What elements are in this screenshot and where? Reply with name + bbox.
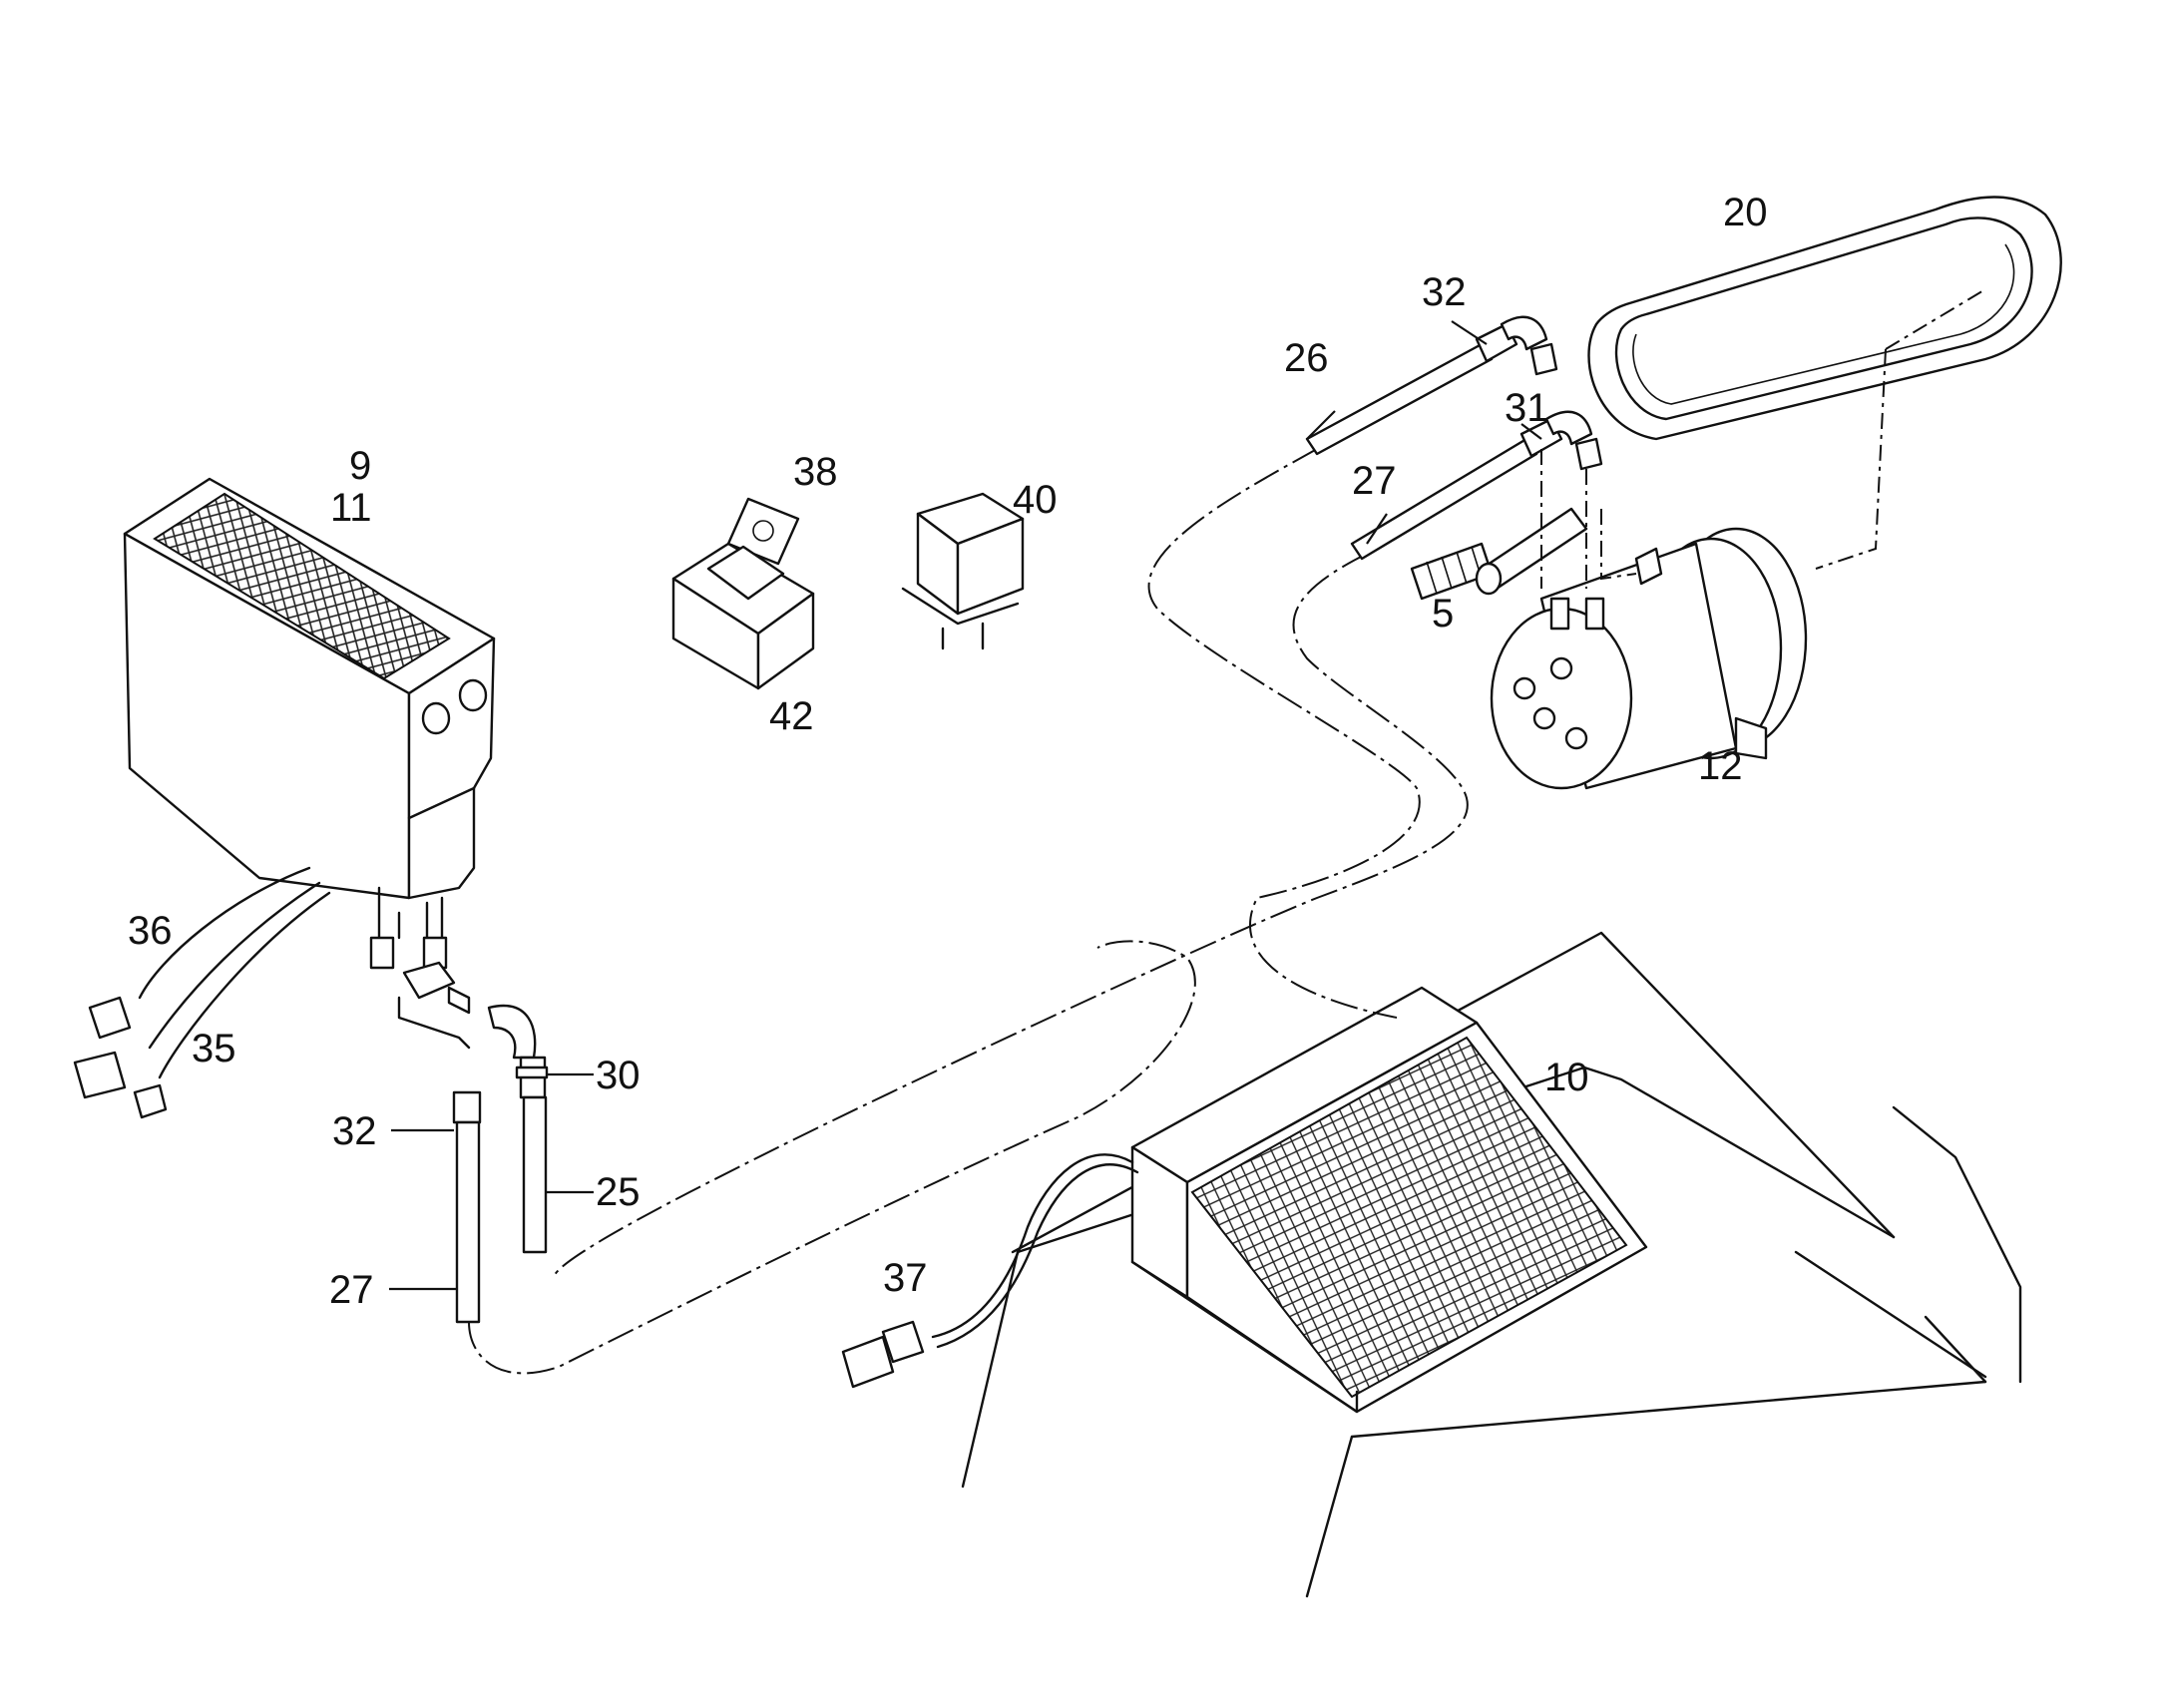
label-9: 9 <box>349 444 371 488</box>
label-37: 37 <box>883 1256 928 1300</box>
label-35: 35 <box>192 1027 236 1070</box>
part-labels: 9 11 38 40 42 26 32 31 27 5 20 12 36 35 … <box>128 191 1768 1312</box>
evaporator-unit <box>123 477 496 960</box>
condenser-harness <box>841 1153 1139 1389</box>
label-11: 11 <box>330 486 372 530</box>
label-38: 38 <box>793 450 838 494</box>
label-27-left: 27 <box>329 1268 374 1312</box>
discharge-hose <box>1305 315 1558 456</box>
refrigerant-routes <box>468 448 1469 1375</box>
label-10: 10 <box>1544 1056 1589 1099</box>
label-32-top: 32 <box>1422 270 1467 314</box>
drive-belt <box>1587 196 2062 441</box>
label-5: 5 <box>1432 592 1454 636</box>
rocker-switch <box>671 497 815 690</box>
label-40: 40 <box>1013 478 1058 522</box>
label-12: 12 <box>1698 744 1743 788</box>
label-25: 25 <box>596 1170 641 1214</box>
label-32-left: 32 <box>332 1109 377 1153</box>
compressor <box>1490 527 1808 790</box>
label-20: 20 <box>1723 191 1768 234</box>
label-30: 30 <box>596 1054 641 1097</box>
leader-lines <box>389 320 1542 1291</box>
label-26: 26 <box>1284 336 1329 380</box>
evaporator-harnesses <box>73 866 331 1119</box>
label-42: 42 <box>769 694 814 738</box>
alignment-lines <box>1540 288 1986 589</box>
condenser-unit <box>1130 986 1648 1414</box>
suction-hose <box>1350 410 1603 561</box>
spring-and-sleeve <box>1410 507 1588 601</box>
label-31: 31 <box>1505 386 1549 430</box>
label-36: 36 <box>128 909 173 953</box>
relay <box>901 492 1025 650</box>
label-27-top: 27 <box>1352 459 1397 503</box>
